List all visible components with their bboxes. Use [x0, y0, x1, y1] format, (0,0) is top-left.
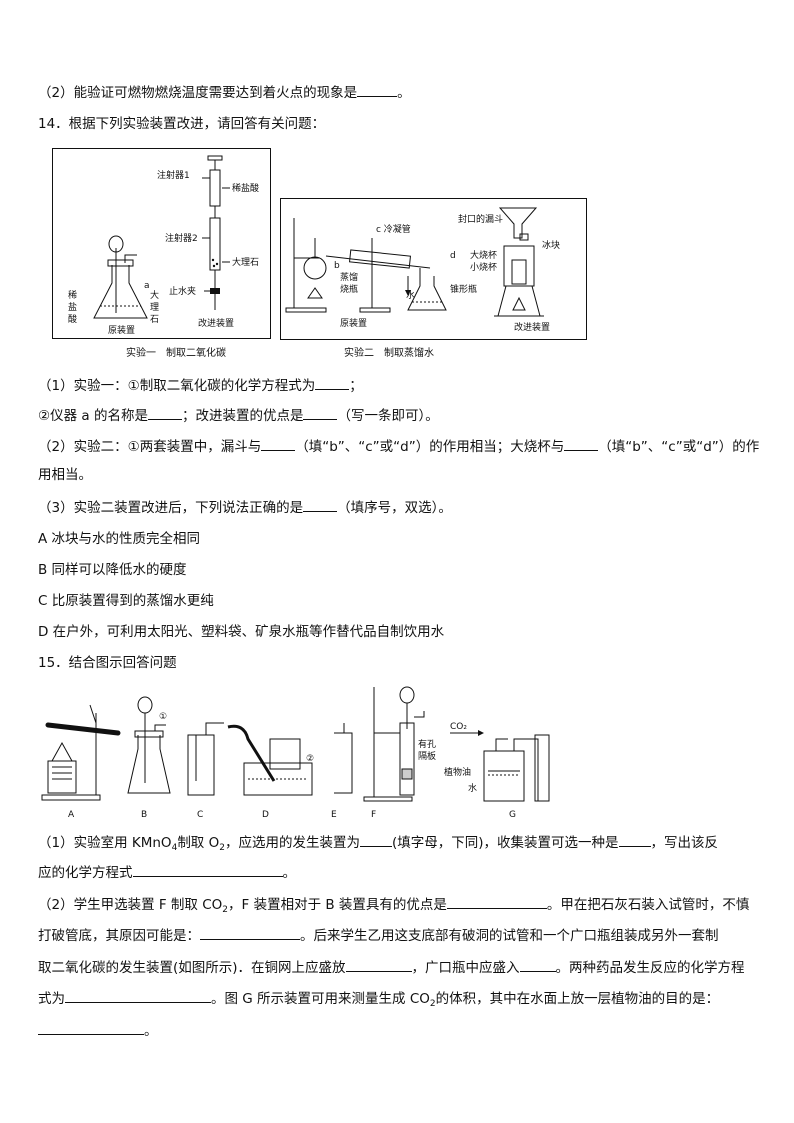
original-apparatus-1: [93, 235, 148, 319]
answer-blank[interactable]: [303, 405, 338, 420]
apparatus-D: [227, 724, 313, 796]
label-original: 原装置: [340, 317, 367, 329]
label-big-2: 理: [150, 302, 159, 313]
apparatus-E: [334, 723, 353, 794]
apparatus-B: [127, 696, 171, 794]
label-d: d: [450, 251, 456, 261]
label-flask-1: 蒸馏: [340, 271, 358, 283]
label-B: B: [141, 810, 147, 820]
label-hcl: 稀盐酸: [232, 182, 259, 194]
label-porous-2: 隔板: [418, 750, 436, 762]
q13-part2: （2）能验证可燃物燃烧温度需要达到着火点的现象是。: [38, 82, 411, 103]
experiment1-caption: 实验一 制取二氧化碳: [126, 348, 226, 359]
answer-blank[interactable]: [618, 832, 651, 847]
apparatus-G: [450, 730, 550, 802]
answer-blank[interactable]: [65, 988, 211, 1003]
label-circle-2: ②: [306, 754, 314, 764]
label-G: G: [509, 810, 516, 820]
label-big-1: 大: [150, 289, 159, 301]
answer-blank[interactable]: [303, 497, 338, 512]
label-D: D: [262, 810, 269, 820]
option-a: A 冰块与水的性质完全相同: [38, 531, 201, 547]
q14-part3: （3）实验二装置改进后，下列说法正确的是（填序号，双选）。: [38, 497, 452, 518]
label-improved: 改进装置: [198, 317, 234, 329]
label-porous-1: 有孔: [418, 738, 436, 750]
improved-apparatus-2: [494, 207, 544, 317]
label-b: b: [334, 261, 340, 271]
q14-title: 14．根据下列实验装置改进，请回答有关问题：: [38, 116, 326, 132]
label-big-3: 石: [150, 315, 159, 325]
answer-blank[interactable]: [315, 375, 350, 390]
option-c: C 比原装置得到的蒸馏水更纯: [38, 593, 214, 609]
label-improved: 改进装置: [514, 321, 550, 333]
experiment1-figure: 注射器1 稀盐酸 注射器2 大理石 止水夹 a 稀 盐 酸 大 理 石 原装置 …: [52, 148, 271, 339]
apparatus-C: [187, 722, 224, 796]
label-dilute-2: 盐: [68, 301, 77, 313]
answer-blank[interactable]: [147, 405, 182, 420]
option-d: D 在户外，可利用太阳光、塑料袋、矿泉水瓶等作替代品自制饮用水: [38, 624, 445, 640]
option-b: B 同样可以降低水的硬度: [38, 562, 187, 578]
label-E: E: [331, 810, 337, 820]
q14-part1b: ②仪器 a 的名称是；改进装置的优点是（写一条即可）。: [38, 405, 439, 426]
q14-part2: （2）实验二：①两套装置中，漏斗与（填“b”、“c”或“d”）的作用相当；大烧杯…: [38, 436, 759, 457]
label-dilute-1: 稀: [68, 289, 77, 301]
answer-blank[interactable]: [200, 925, 300, 940]
label-small-beaker: 小烧杯: [470, 261, 497, 273]
label-flask-2: 烧瓶: [340, 283, 358, 295]
answer-blank[interactable]: [357, 82, 398, 97]
experiment2-caption: 实验二 制取蒸馏水: [344, 348, 434, 359]
label-water: 水: [406, 289, 415, 301]
label-big-beaker: 大烧杯: [470, 249, 497, 261]
q15-part1-cont: 应的化学方程式。: [38, 862, 296, 883]
q15-part1: （1）实验室用 KMnO4制取 O2，应选用的发生装置为(填字母，下同)，收集装…: [38, 832, 718, 858]
q15-part2-line2: 打破管底，其原因可能是：。后来学生乙用这支底部有破洞的试管和一个广口瓶组装成另外…: [38, 925, 719, 946]
q14-part2-cont: 用相当。: [38, 467, 92, 483]
label-ice: 冰块: [542, 239, 560, 251]
label-co2: CO₂: [450, 722, 467, 732]
answer-blank[interactable]: [519, 957, 556, 972]
label-marble: 大理石: [232, 256, 259, 268]
label-oil: 植物油: [444, 766, 471, 778]
label-original: 原装置: [108, 324, 135, 336]
answer-blank[interactable]: [132, 862, 283, 877]
label-syringe1: 注射器1: [157, 169, 190, 181]
improved-apparatus-1: [202, 155, 230, 310]
label-a: a: [144, 281, 150, 291]
q15-title: 15．结合图示回答问题: [38, 655, 177, 671]
label-clamp: 止水夹: [169, 285, 196, 297]
answer-blank[interactable]: [359, 832, 392, 847]
apparatus-F: [363, 686, 425, 802]
label-conical-flask: 锥形瓶: [450, 283, 477, 295]
label-A: A: [68, 810, 75, 820]
label-water: 水: [468, 782, 477, 794]
label-C: C: [197, 810, 203, 820]
answer-blank[interactable]: [261, 436, 296, 451]
label-syringe2: 注射器2: [165, 232, 198, 244]
label-sealed-funnel: 封口的漏斗: [458, 213, 503, 225]
label-F: F: [371, 810, 376, 820]
q15-part2-line3: 取二氧化碳的发生装置(如图所示)．在铜网上应盛放，广口瓶中应盛入。两种药品发生反…: [38, 957, 745, 978]
answer-blank[interactable]: [564, 436, 599, 451]
q15-part2: （2）学生甲选装置 F 制取 CO2，F 装置相对于 B 装置具有的优点是。甲在…: [38, 894, 749, 920]
label-circle-1: ①: [159, 712, 167, 722]
experiment2-figure: c 冷凝管 b 蒸馏 烧瓶 水 d 锥形瓶 封口的漏斗 冰块 大烧杯 小烧杯 原…: [280, 198, 587, 340]
distillation-apparatus: [285, 218, 447, 313]
q15-part2-line4: 式为。图 G 所示装置可用来测量生成 CO2的体积，其中在水面上放一层植物油的目…: [38, 988, 719, 1014]
q14-part1a: （1）实验一：①制取二氧化碳的化学方程式为；: [38, 375, 363, 396]
label-dilute-3: 酸: [68, 314, 77, 325]
q15-part2-line5: 。: [38, 1020, 158, 1041]
label-condenser: c 冷凝管: [376, 223, 411, 235]
answer-blank[interactable]: [38, 1020, 144, 1035]
answer-blank[interactable]: [446, 894, 547, 909]
answer-blank[interactable]: [345, 957, 412, 972]
apparatus-A: [41, 704, 121, 801]
q15-apparatus-figure: A B C D E F G ① ② CO₂ 有孔 隔板 植物油 水: [41, 686, 550, 820]
